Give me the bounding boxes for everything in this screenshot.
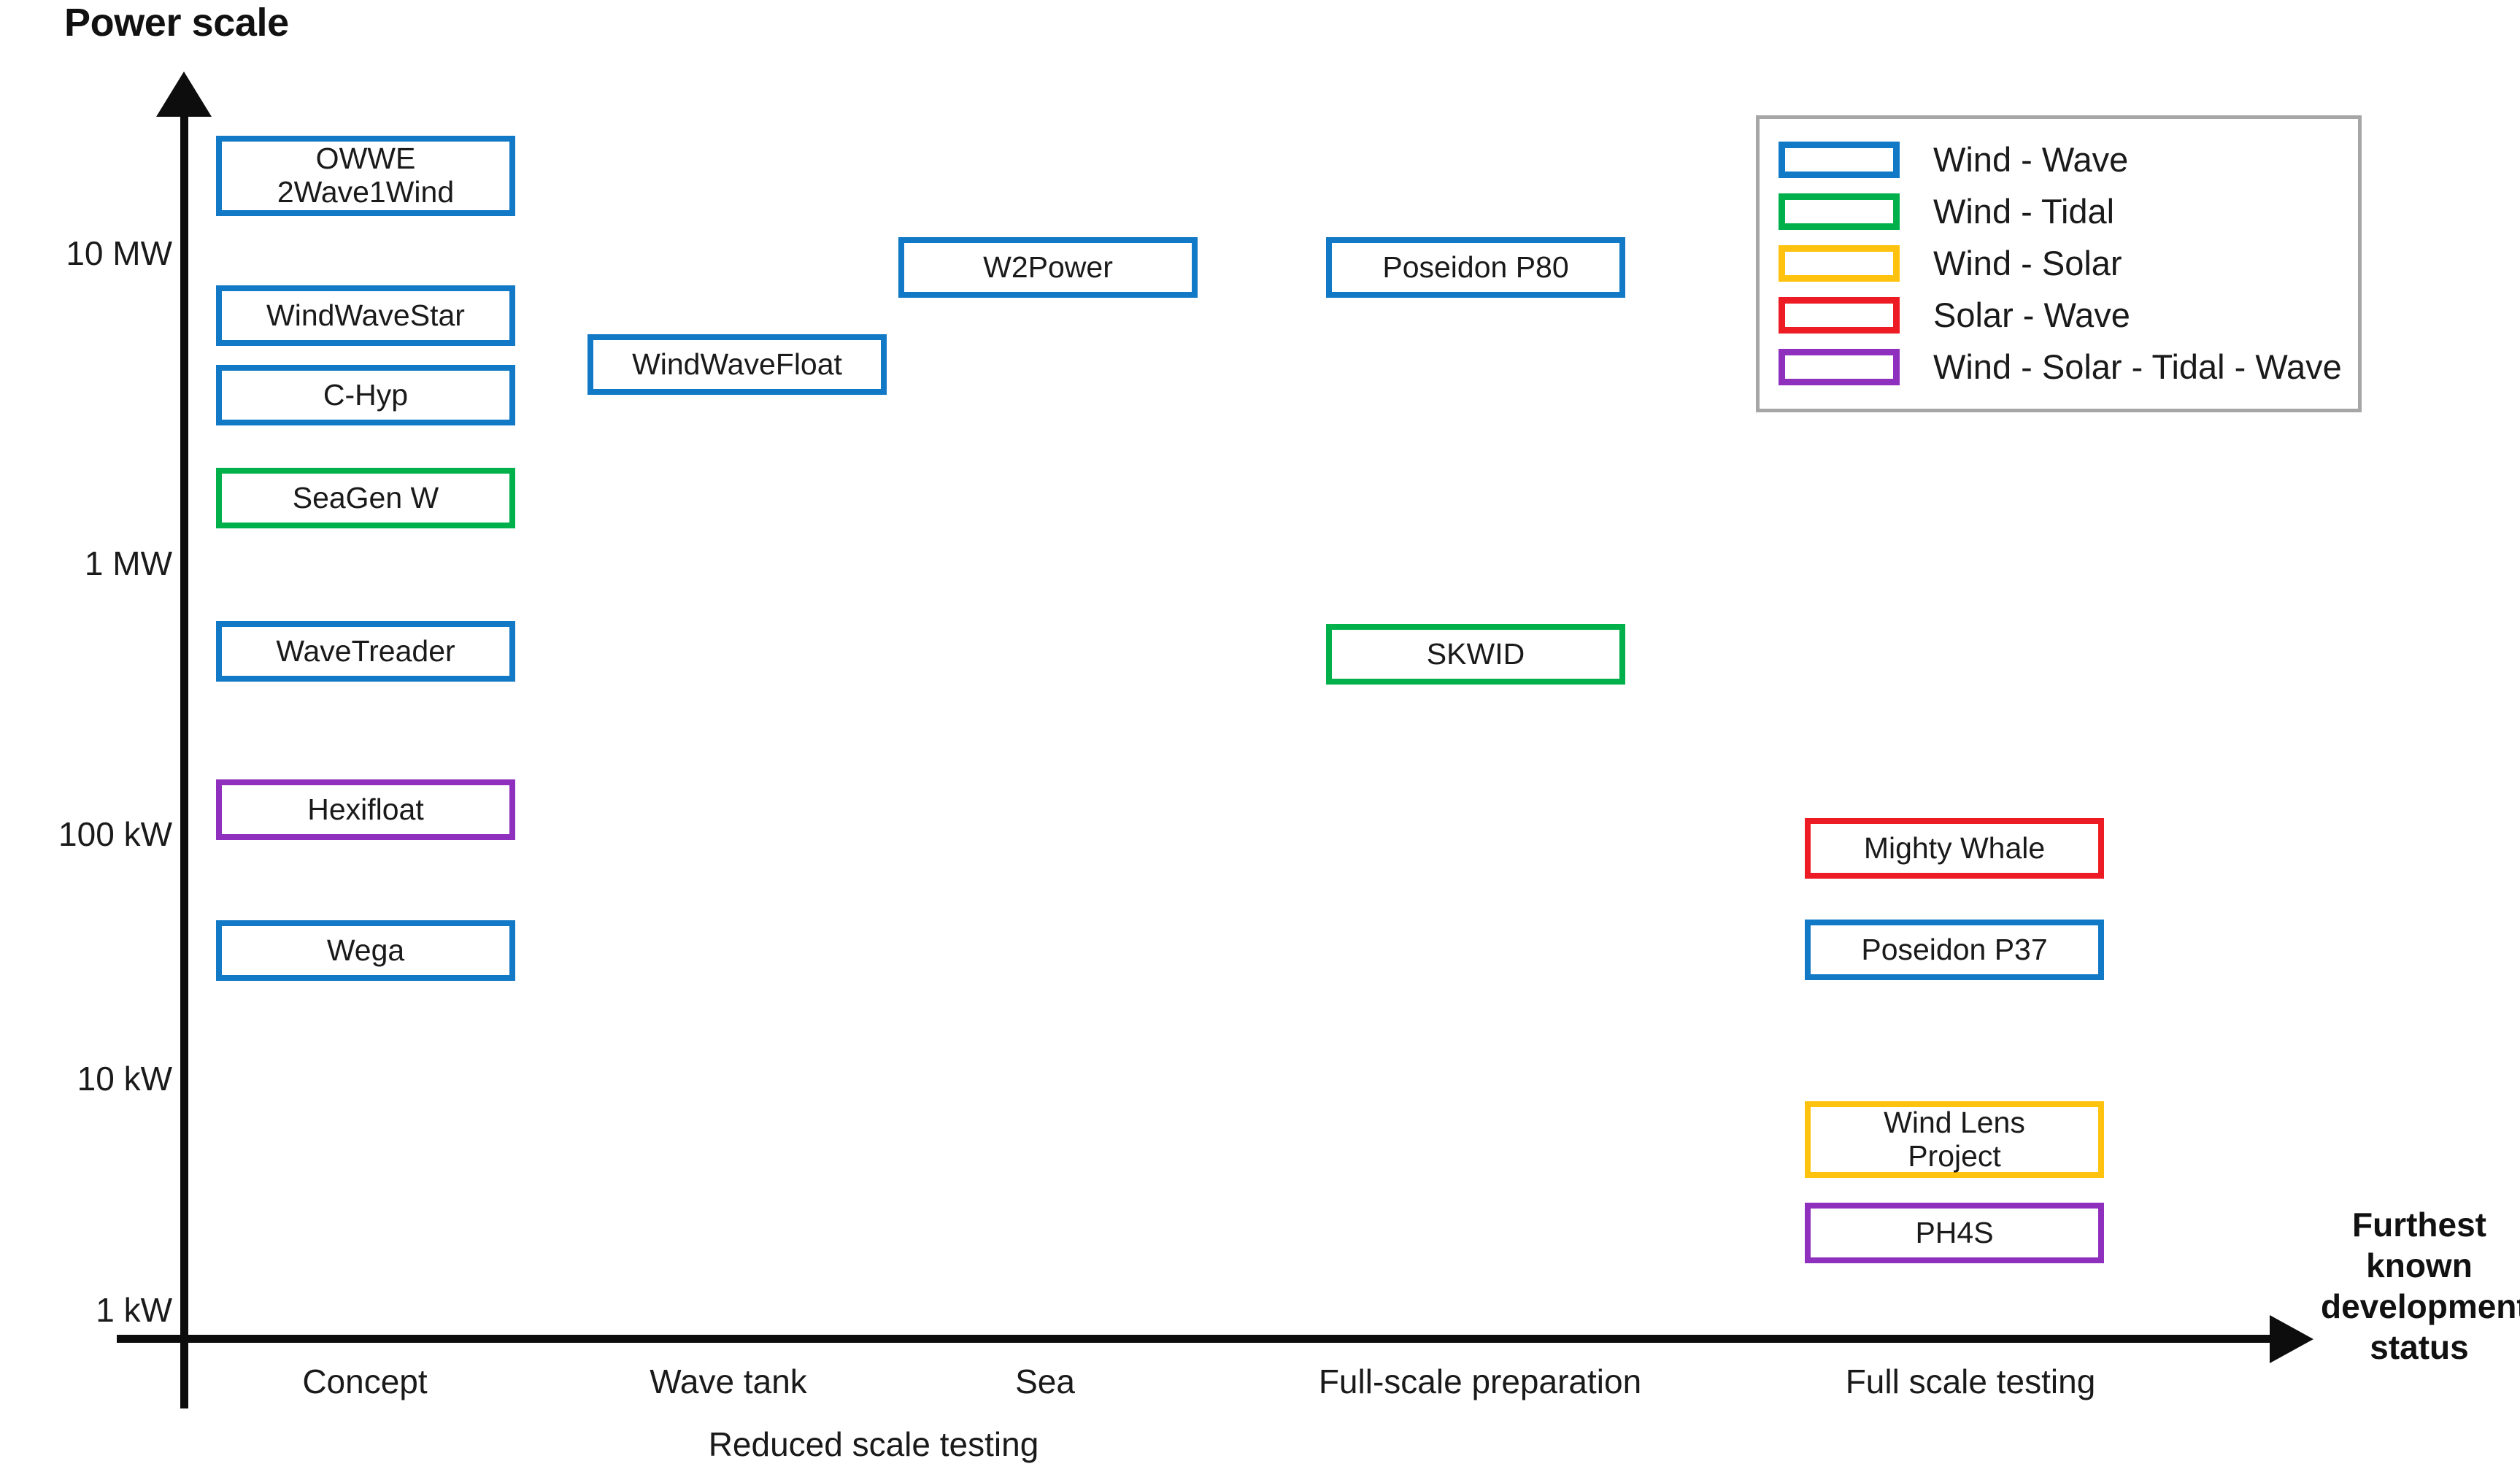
technology-box-seagenw[interactable]: SeaGen W	[216, 468, 515, 528]
legend-item[interactable]: Wind - Solar	[1779, 237, 2340, 289]
technology-box-ph4s[interactable]: PH4S	[1805, 1203, 2104, 1263]
technology-box-poseidonp37[interactable]: Poseidon P37	[1805, 920, 2104, 980]
x-axis-tick-label: Wave tank	[650, 1363, 807, 1400]
legend-swatch-icon	[1779, 296, 1900, 334]
legend-item-label: Wind - Wave	[1933, 140, 2129, 179]
x-axis-title: Furthest known development status	[2321, 1206, 2520, 1367]
y-axis-tick-label: 1 kW	[96, 1291, 172, 1329]
legend-item[interactable]: Wind - Wave	[1779, 134, 2340, 185]
legend-item-label: Wind - Solar	[1933, 244, 2122, 282]
x-axis-line	[117, 1335, 2277, 1343]
y-axis-tick-labels: 10 MW 1 MW 100 kW 10 kW 1 kW	[0, 0, 172, 1480]
y-axis-line	[180, 102, 188, 1408]
technology-box-windwavefloat[interactable]: WindWaveFloat	[587, 334, 887, 395]
legend-swatch-icon	[1779, 193, 1900, 230]
y-axis-tick-label: 10 MW	[66, 234, 172, 272]
technology-box-poseidonp80[interactable]: Poseidon P80	[1326, 237, 1625, 298]
technology-box-wega[interactable]: Wega	[216, 920, 515, 981]
legend-item[interactable]: Solar - Wave	[1779, 289, 2340, 341]
technology-box-windwavestar[interactable]: WindWaveStar	[216, 285, 515, 346]
y-axis-tick-label: 100 kW	[58, 815, 172, 853]
x-axis-tick-label: Sea	[1015, 1363, 1075, 1400]
technology-box-wavetreader[interactable]: WaveTreader	[216, 621, 515, 682]
legend-item-label: Wind - Solar - Tidal - Wave	[1933, 347, 2342, 386]
legend-item[interactable]: Wind - Tidal	[1779, 185, 2340, 237]
x-axis-arrow-icon	[2270, 1315, 2313, 1363]
page-title: Power scale	[64, 1, 289, 45]
legend-item-label: Solar - Wave	[1933, 296, 2130, 334]
y-axis-tick-label: 10 kW	[77, 1060, 172, 1098]
legend-swatch-icon	[1779, 348, 1900, 385]
x-axis-group-label: Reduced scale testing	[708, 1425, 1039, 1463]
x-axis-tick-label: Full scale testing	[1845, 1363, 2096, 1400]
technology-box-skwid[interactable]: SKWID	[1326, 624, 1625, 685]
legend-swatch-icon	[1779, 141, 1900, 178]
legend-item[interactable]: Wind - Solar - Tidal - Wave	[1779, 341, 2342, 393]
technology-box-chyp[interactable]: C-Hyp	[216, 365, 515, 425]
technology-box-hexifloat[interactable]: Hexifloat	[216, 779, 515, 840]
y-axis-tick-label: 1 MW	[84, 544, 172, 582]
x-axis-tick-label: Concept	[302, 1363, 428, 1400]
legend-item-label: Wind - Tidal	[1933, 192, 2115, 231]
technology-box-w2power[interactable]: W2Power	[898, 237, 1198, 298]
y-axis-arrow-icon	[156, 72, 212, 117]
legend-swatch-icon	[1779, 244, 1900, 282]
technology-box-mightywhale[interactable]: Mighty Whale	[1805, 818, 2104, 879]
x-axis-tick-label: Full-scale preparation	[1318, 1363, 1642, 1400]
